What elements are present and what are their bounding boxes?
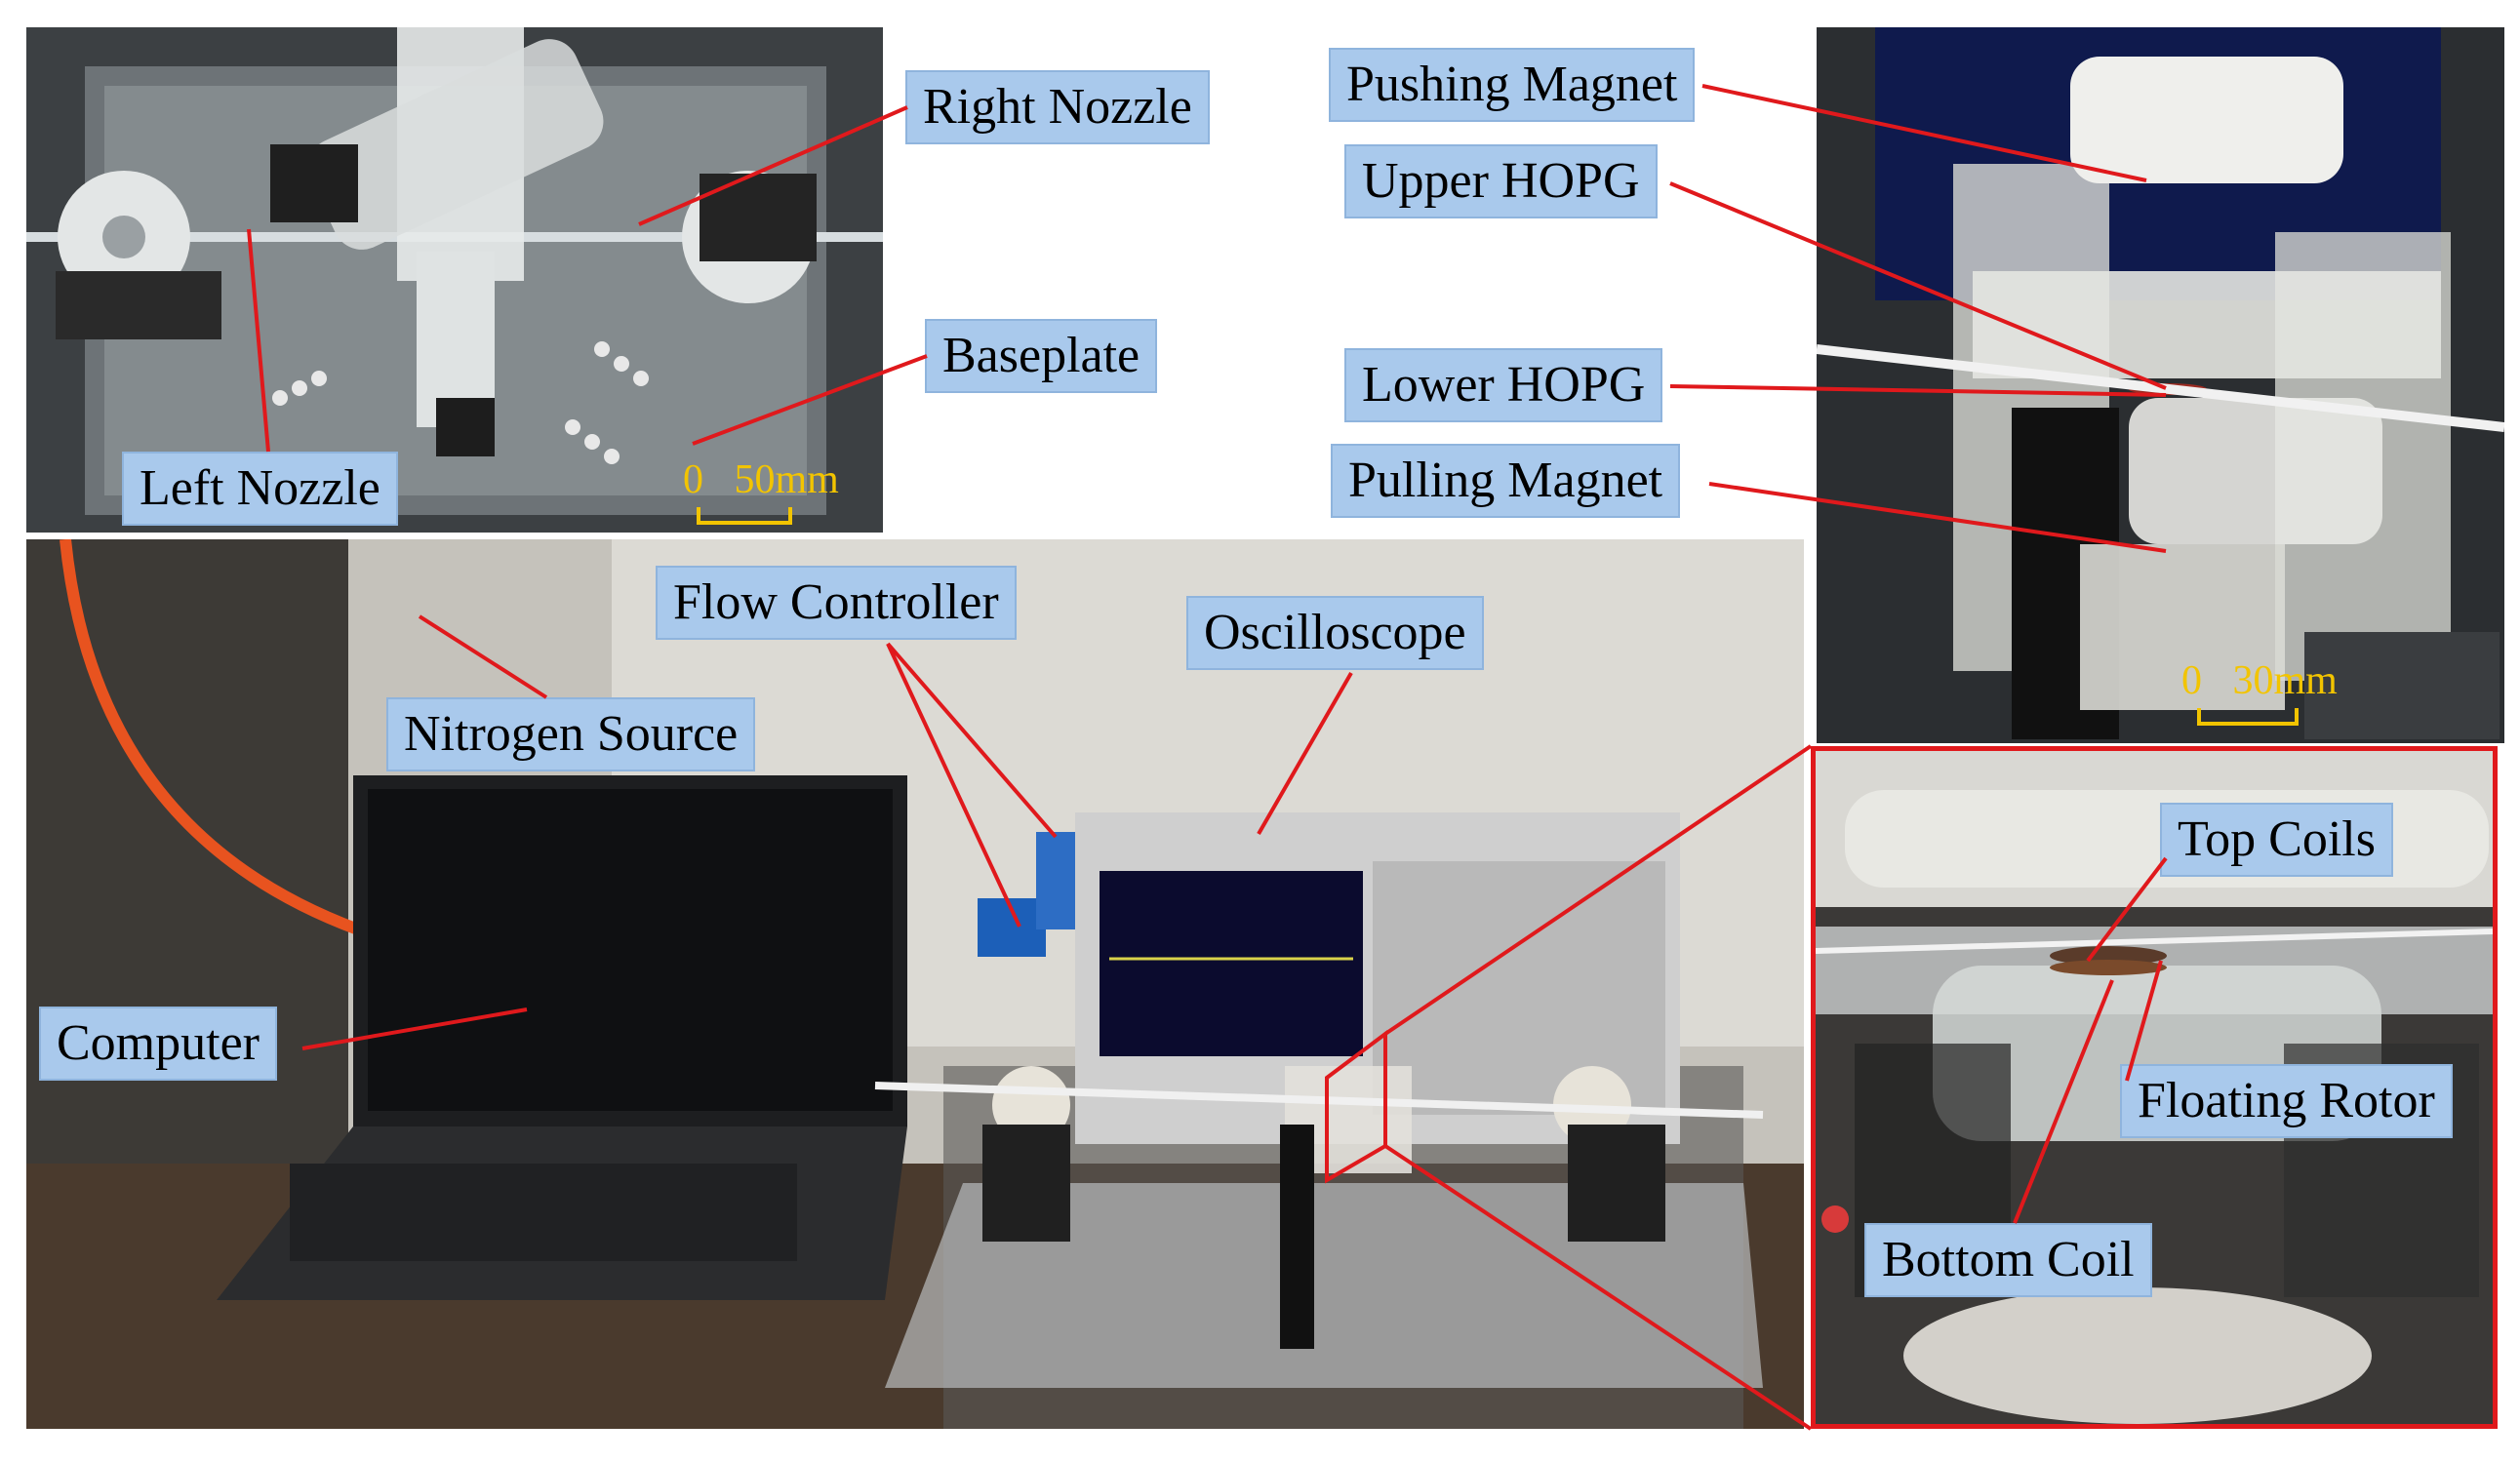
label-left-nozzle: Left Nozzle bbox=[122, 452, 398, 526]
label-oscilloscope: Oscilloscope bbox=[1186, 596, 1484, 670]
label-computer: Computer bbox=[39, 1007, 277, 1081]
leader-nitrogen-source bbox=[418, 614, 548, 699]
leader-left-nozzle bbox=[247, 228, 270, 453]
leader-lower-hopg bbox=[1669, 384, 2167, 397]
label-upper-hopg: Upper HOPG bbox=[1344, 144, 1658, 218]
leader-right-nozzle bbox=[638, 105, 908, 226]
panel-top-left bbox=[26, 27, 883, 533]
label-flow-controller: Flow Controller bbox=[656, 566, 1017, 640]
label-top-coils: Top Coils bbox=[2160, 803, 2393, 877]
leader-oscilloscope bbox=[1257, 672, 1353, 835]
scale-bar-30mm bbox=[2197, 708, 2299, 726]
inset-connector-bottom bbox=[1383, 1144, 1813, 1431]
inset-connector-top bbox=[1383, 744, 1813, 1036]
label-bottom-coil: Bottom Coil bbox=[1864, 1223, 2152, 1297]
label-baseplate: Baseplate bbox=[925, 319, 1158, 393]
label-nitrogen-source: Nitrogen Source bbox=[386, 697, 756, 771]
leader-floating-rotor bbox=[2125, 960, 2163, 1082]
label-pulling-magnet: Pulling Magnet bbox=[1331, 444, 1681, 518]
label-right-nozzle: Right Nozzle bbox=[905, 70, 1210, 144]
leader-pushing-magnet bbox=[1701, 84, 2147, 182]
setup-top-view-photo bbox=[26, 27, 883, 533]
label-floating-rotor: Floating Rotor bbox=[2120, 1064, 2453, 1138]
leader-bottom-coil bbox=[2013, 979, 2114, 1224]
leader-upper-hopg bbox=[1669, 181, 2167, 390]
scale-bar-50mm bbox=[697, 507, 792, 525]
leader-computer bbox=[301, 1008, 528, 1050]
leader-flow-controller-2 bbox=[886, 642, 1058, 839]
scale-label-50mm: 0 50mm bbox=[683, 457, 839, 502]
leader-top-coils bbox=[2086, 856, 2168, 963]
leader-baseplate bbox=[692, 354, 928, 446]
leader-pulling-magnet bbox=[1708, 482, 2167, 553]
label-pushing-magnet: Pushing Magnet bbox=[1329, 48, 1696, 122]
scale-label-30mm: 0 30mm bbox=[2181, 658, 2338, 703]
label-lower-hopg: Lower HOPG bbox=[1344, 348, 1663, 422]
leader-flow-controller-1 bbox=[886, 643, 1021, 928]
inset-source-box bbox=[1325, 1030, 1387, 1184]
